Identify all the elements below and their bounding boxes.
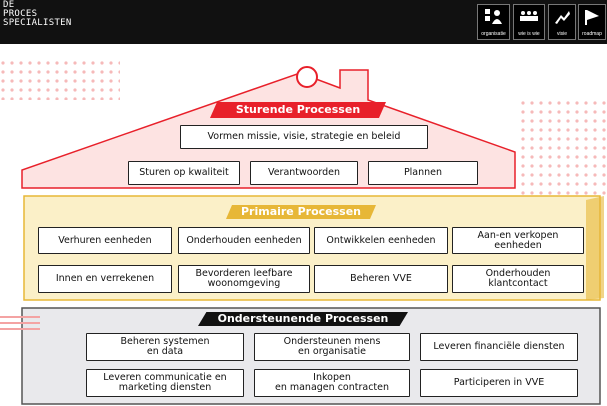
logo-line-3: SPECIALISTEN: [3, 18, 72, 28]
vision-icon: [555, 11, 570, 24]
nav-label: wie is wie: [518, 31, 540, 37]
people-icon: [520, 11, 538, 21]
process-box[interactable]: Participeren in VVE: [420, 369, 578, 397]
process-box[interactable]: Beheren VVE: [314, 265, 448, 293]
flag-icon: [585, 10, 599, 25]
process-box[interactable]: Ondersteunen mens en organisatie: [254, 333, 410, 361]
process-box[interactable]: Verhuren eenheden: [38, 227, 172, 254]
process-box[interactable]: Beheren systemen en data: [86, 333, 244, 361]
process-box[interactable]: Onderhouden eenheden: [178, 227, 310, 254]
primaire-title: Primaire Processen: [226, 205, 376, 219]
process-box[interactable]: Inkopen en managen contracten: [254, 369, 410, 397]
sturende-title: Sturende Processen: [210, 102, 386, 118]
logo-line-1: DE: [3, 0, 15, 10]
process-box[interactable]: Leveren financiële diensten: [420, 333, 578, 361]
process-box[interactable]: Leveren communicatie en marketing dienst…: [86, 369, 244, 397]
process-box[interactable]: Bevorderen leefbare woonomgeving: [178, 265, 310, 293]
dot-pattern: [0, 60, 120, 100]
process-box[interactable]: Vormen missie, visie, strategie en belei…: [180, 125, 428, 149]
nav-visie-button[interactable]: visie: [548, 4, 576, 40]
process-box[interactable]: Plannen: [368, 161, 478, 185]
process-box[interactable]: Ontwikkelen eenheden: [314, 227, 448, 254]
top-bar: DE PROCES SPECIALISTEN organisatie wie i…: [0, 0, 607, 44]
process-box[interactable]: Aan-en verkopen eenheden: [452, 227, 584, 254]
nav-roadmap-button[interactable]: roadmap: [578, 4, 606, 40]
logo[interactable]: DE PROCES SPECIALISTEN: [3, 1, 72, 28]
process-box[interactable]: Sturen op kwaliteit: [128, 161, 240, 185]
nav-organisatie-button[interactable]: organisatie: [477, 4, 510, 40]
ondersteunende-title: Ondersteunende Processen: [198, 312, 408, 326]
process-box[interactable]: Onderhouden klantcontact: [452, 265, 584, 293]
process-box[interactable]: Verantwoorden: [250, 161, 358, 185]
organisation-icon: [484, 9, 502, 24]
process-box[interactable]: Innen en verrekenen: [38, 265, 172, 293]
dot-pattern: [520, 100, 607, 195]
nav-label: roadmap: [582, 31, 602, 37]
nav-wie-is-wie-button[interactable]: wie is wie: [513, 4, 545, 40]
nav-label: visie: [556, 31, 567, 37]
window-circle: [296, 66, 318, 88]
logo-line-2: PROCES: [3, 9, 38, 19]
nav-label: organisatie: [481, 31, 506, 37]
